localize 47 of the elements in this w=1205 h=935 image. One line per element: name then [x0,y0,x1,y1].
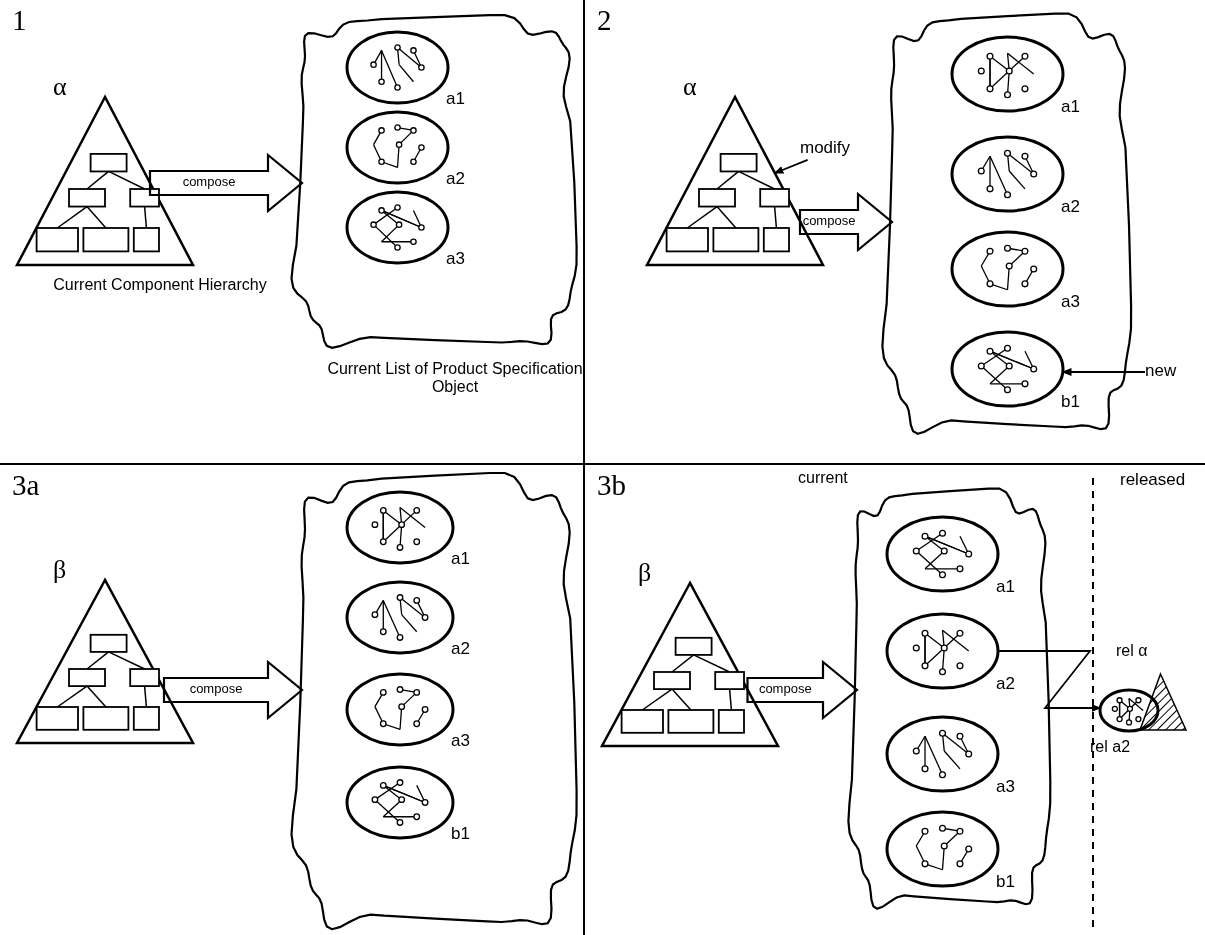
node-label: a2 [446,169,465,189]
node-label: a2 [1061,197,1080,217]
panel-number: 2 [597,4,612,38]
node-label: a1 [1061,97,1080,117]
list-blob [290,475,580,930]
arrow [773,159,809,175]
edge-label: compose [757,682,813,697]
block-arrow [798,191,894,253]
node-label: rel α [1116,642,1148,661]
node-label: Current List of Product Specification Object [326,360,584,397]
block-arrow [162,659,304,721]
node-label: a3 [996,777,1015,797]
block-arrow [746,659,859,721]
callout-text: new [1145,361,1177,381]
panel [0,0,585,465]
panel-number: 3b [597,469,626,503]
object-ellipse [1098,688,1160,733]
node-label: a3 [446,249,465,269]
node-label: a1 [451,549,470,569]
node-label: a2 [996,674,1015,694]
node-label: a1 [996,577,1015,597]
node-label: current [798,469,848,488]
list-blob [290,15,580,350]
region-label: released [1120,470,1186,490]
arrow [1061,368,1146,376]
node-label: α [53,72,67,102]
list-blob [880,15,1135,435]
callout-text: modify [800,138,851,158]
node-label: Current Component Hierarchy [52,276,268,295]
panel-number: 3a [12,469,40,503]
node-label: α [683,72,697,102]
node-label: b1 [1061,392,1080,412]
node-label: a1 [446,89,465,109]
arrow [997,650,1102,712]
edge-label: compose [188,682,244,697]
node-label: b1 [451,824,470,844]
node-label: a2 [451,639,470,659]
panel-number: 1 [12,4,27,38]
block-arrow [148,152,304,214]
node-label: b1 [996,872,1015,892]
node-label: β [53,555,67,585]
hatched-triangle [1138,672,1188,732]
node-label: a3 [1061,292,1080,312]
edge-label: compose [181,175,237,190]
node-label: β [638,558,652,588]
edge-label: compose [801,214,857,229]
node-label: a3 [451,731,470,751]
